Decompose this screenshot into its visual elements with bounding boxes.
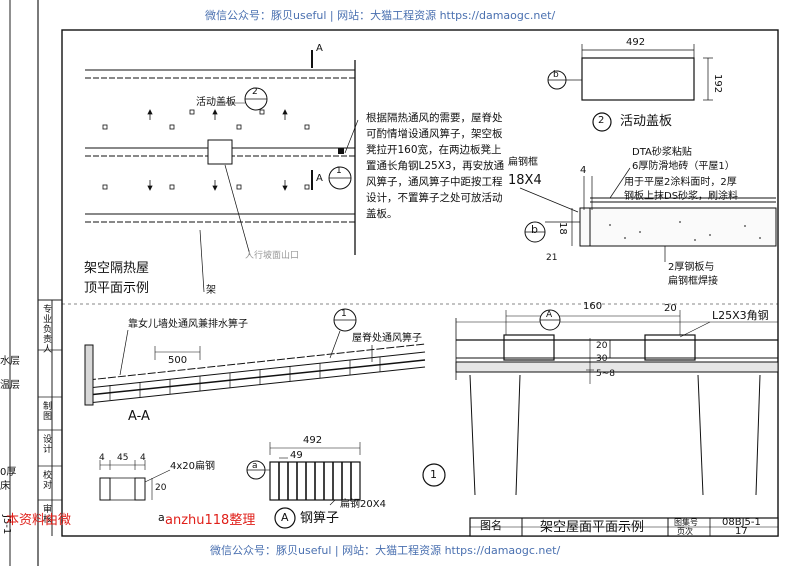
section-mark-a: A (316, 43, 323, 54)
parapet-grate-label: 靠女儿墙处通风兼排水箅子 (128, 319, 248, 330)
grate-title: 钢箅子 (300, 511, 340, 526)
dim-20-top: 20 (664, 303, 677, 314)
section-mark-a-lower: A (316, 173, 323, 184)
dim-5-8: 5~8 (596, 369, 615, 379)
grate-dim-49: 49 (290, 450, 303, 461)
detail-a-dim-4b: 4 (140, 453, 146, 463)
callout-2-number: 2 (252, 87, 258, 97)
watermark-bottom: 微信公众号：豚贝useful | 网站：大猫工程资源 https://damao… (210, 544, 561, 557)
title-block-label-atlas: 图集号 (674, 518, 698, 527)
section-aa-title: A-A (128, 409, 150, 424)
faint-text: 人行坡面山口 (245, 251, 300, 261)
detail-a-dim-4: 4 (99, 453, 105, 463)
cut-mark: 21 (546, 253, 558, 263)
left-strip-item1: 水层 (0, 356, 20, 367)
title-block-lines (469, 517, 779, 537)
detail-a (99, 460, 171, 501)
title-block-page: 17 (735, 526, 748, 537)
lid-dim-width: 492 (626, 37, 646, 48)
weld-line2: 扁钢框焊接 (668, 276, 718, 287)
sign-design: 设计 (41, 434, 51, 454)
angle-steel-label: L25X3角钢 (712, 309, 769, 322)
dim-160: 160 (583, 301, 603, 312)
lid-title: 活动盖板 (620, 114, 673, 129)
frame-label: 架 (206, 285, 216, 296)
red-overlay-text2: anzhu118整理 (165, 513, 256, 528)
dta-line1: DTA砂浆粘贴 (632, 147, 692, 158)
left-strip-item2: 温层 (0, 380, 20, 391)
plan-title-line2: 顶平面示例 (84, 281, 150, 296)
title-block-name: 架空屋面平面示例 (540, 520, 645, 535)
detail-a-callout: a (158, 511, 165, 524)
detail-a-dim-20: 20 (155, 483, 167, 493)
section-callout-1: 1 (341, 309, 347, 319)
section-aa (84, 308, 426, 406)
frame-label-line1: 扁钢框 (508, 157, 538, 168)
dim-20-a: 20 (596, 341, 608, 351)
roof-plan (85, 50, 359, 293)
main-frame (61, 29, 779, 537)
left-strip-item3: 0厚 (0, 467, 17, 478)
grate-flat-steel: 扁钢20X4 (340, 499, 386, 510)
ridge-grate-label: 屋脊处通风箅子 (352, 333, 422, 344)
dta-line2: 6厚防滑地砖（平屋1） (632, 161, 735, 172)
grate-dim-492: 492 (303, 435, 323, 446)
lid-callout-b: b (553, 70, 559, 80)
dta-line3: 用于平屋2涂料面时，2厚 (624, 177, 737, 188)
callout-1-number: 1 (336, 166, 342, 176)
lid-dim-height: 192 (712, 74, 723, 94)
dim-500: 500 (168, 355, 188, 366)
sign-review: 审核 (41, 504, 51, 524)
detail-b (519, 167, 777, 262)
design-note: 根据隔热通风的需要，屋脊处可酌情增设通风箅子，架空板凳拉开160宽，在两边板凳上… (366, 112, 505, 220)
grate-callout-a: a (252, 461, 258, 471)
detail-b-dim-18: 18 (557, 222, 568, 235)
dta-line4: 钢板上抹DS砂浆，刷涂料 (624, 191, 739, 202)
weld-line1: 2厚钢板与 (668, 262, 715, 273)
detail-a-flat-steel: 4x20扁钢 (170, 461, 216, 472)
title-block-label-page: 页次 (677, 527, 693, 536)
detail-1 (422, 309, 779, 496)
dim-30: 30 (596, 354, 608, 364)
detail-b-callout: b (531, 223, 538, 236)
sign-drafting: 制图 (41, 401, 51, 421)
detail-1-callout-a: A (546, 310, 553, 320)
detail-1-callout-num: 1 (430, 468, 437, 481)
title-block-atlas: 08BJ5-1 (722, 517, 761, 528)
left-strip-page-code: J5-1 (1, 515, 12, 535)
left-strip-item4: 床 (0, 481, 10, 492)
detail-a-dim-45: 45 (117, 453, 129, 463)
frame-label-line2: 18X4 (508, 173, 542, 188)
detail-b-dim-4: 4 (580, 165, 587, 176)
lid-label: 活动盖板 (196, 97, 236, 108)
red-overlay-text1: 本资料由微 (6, 513, 72, 528)
lid-detail (547, 44, 713, 132)
watermark-top: 微信公众号：豚贝useful | 网站：大猫工程资源 https://damao… (205, 9, 556, 22)
grate-circle-a: A (281, 511, 289, 524)
grate-plan (246, 442, 361, 529)
plan-title-line1: 架空隔热屋 (84, 261, 150, 276)
title-block-label-name: 图名 (480, 519, 502, 532)
lid-callout-num: 2 (598, 115, 605, 126)
sign-chief: 专业负责人 (41, 304, 51, 354)
sign-check: 校对 (41, 470, 51, 490)
